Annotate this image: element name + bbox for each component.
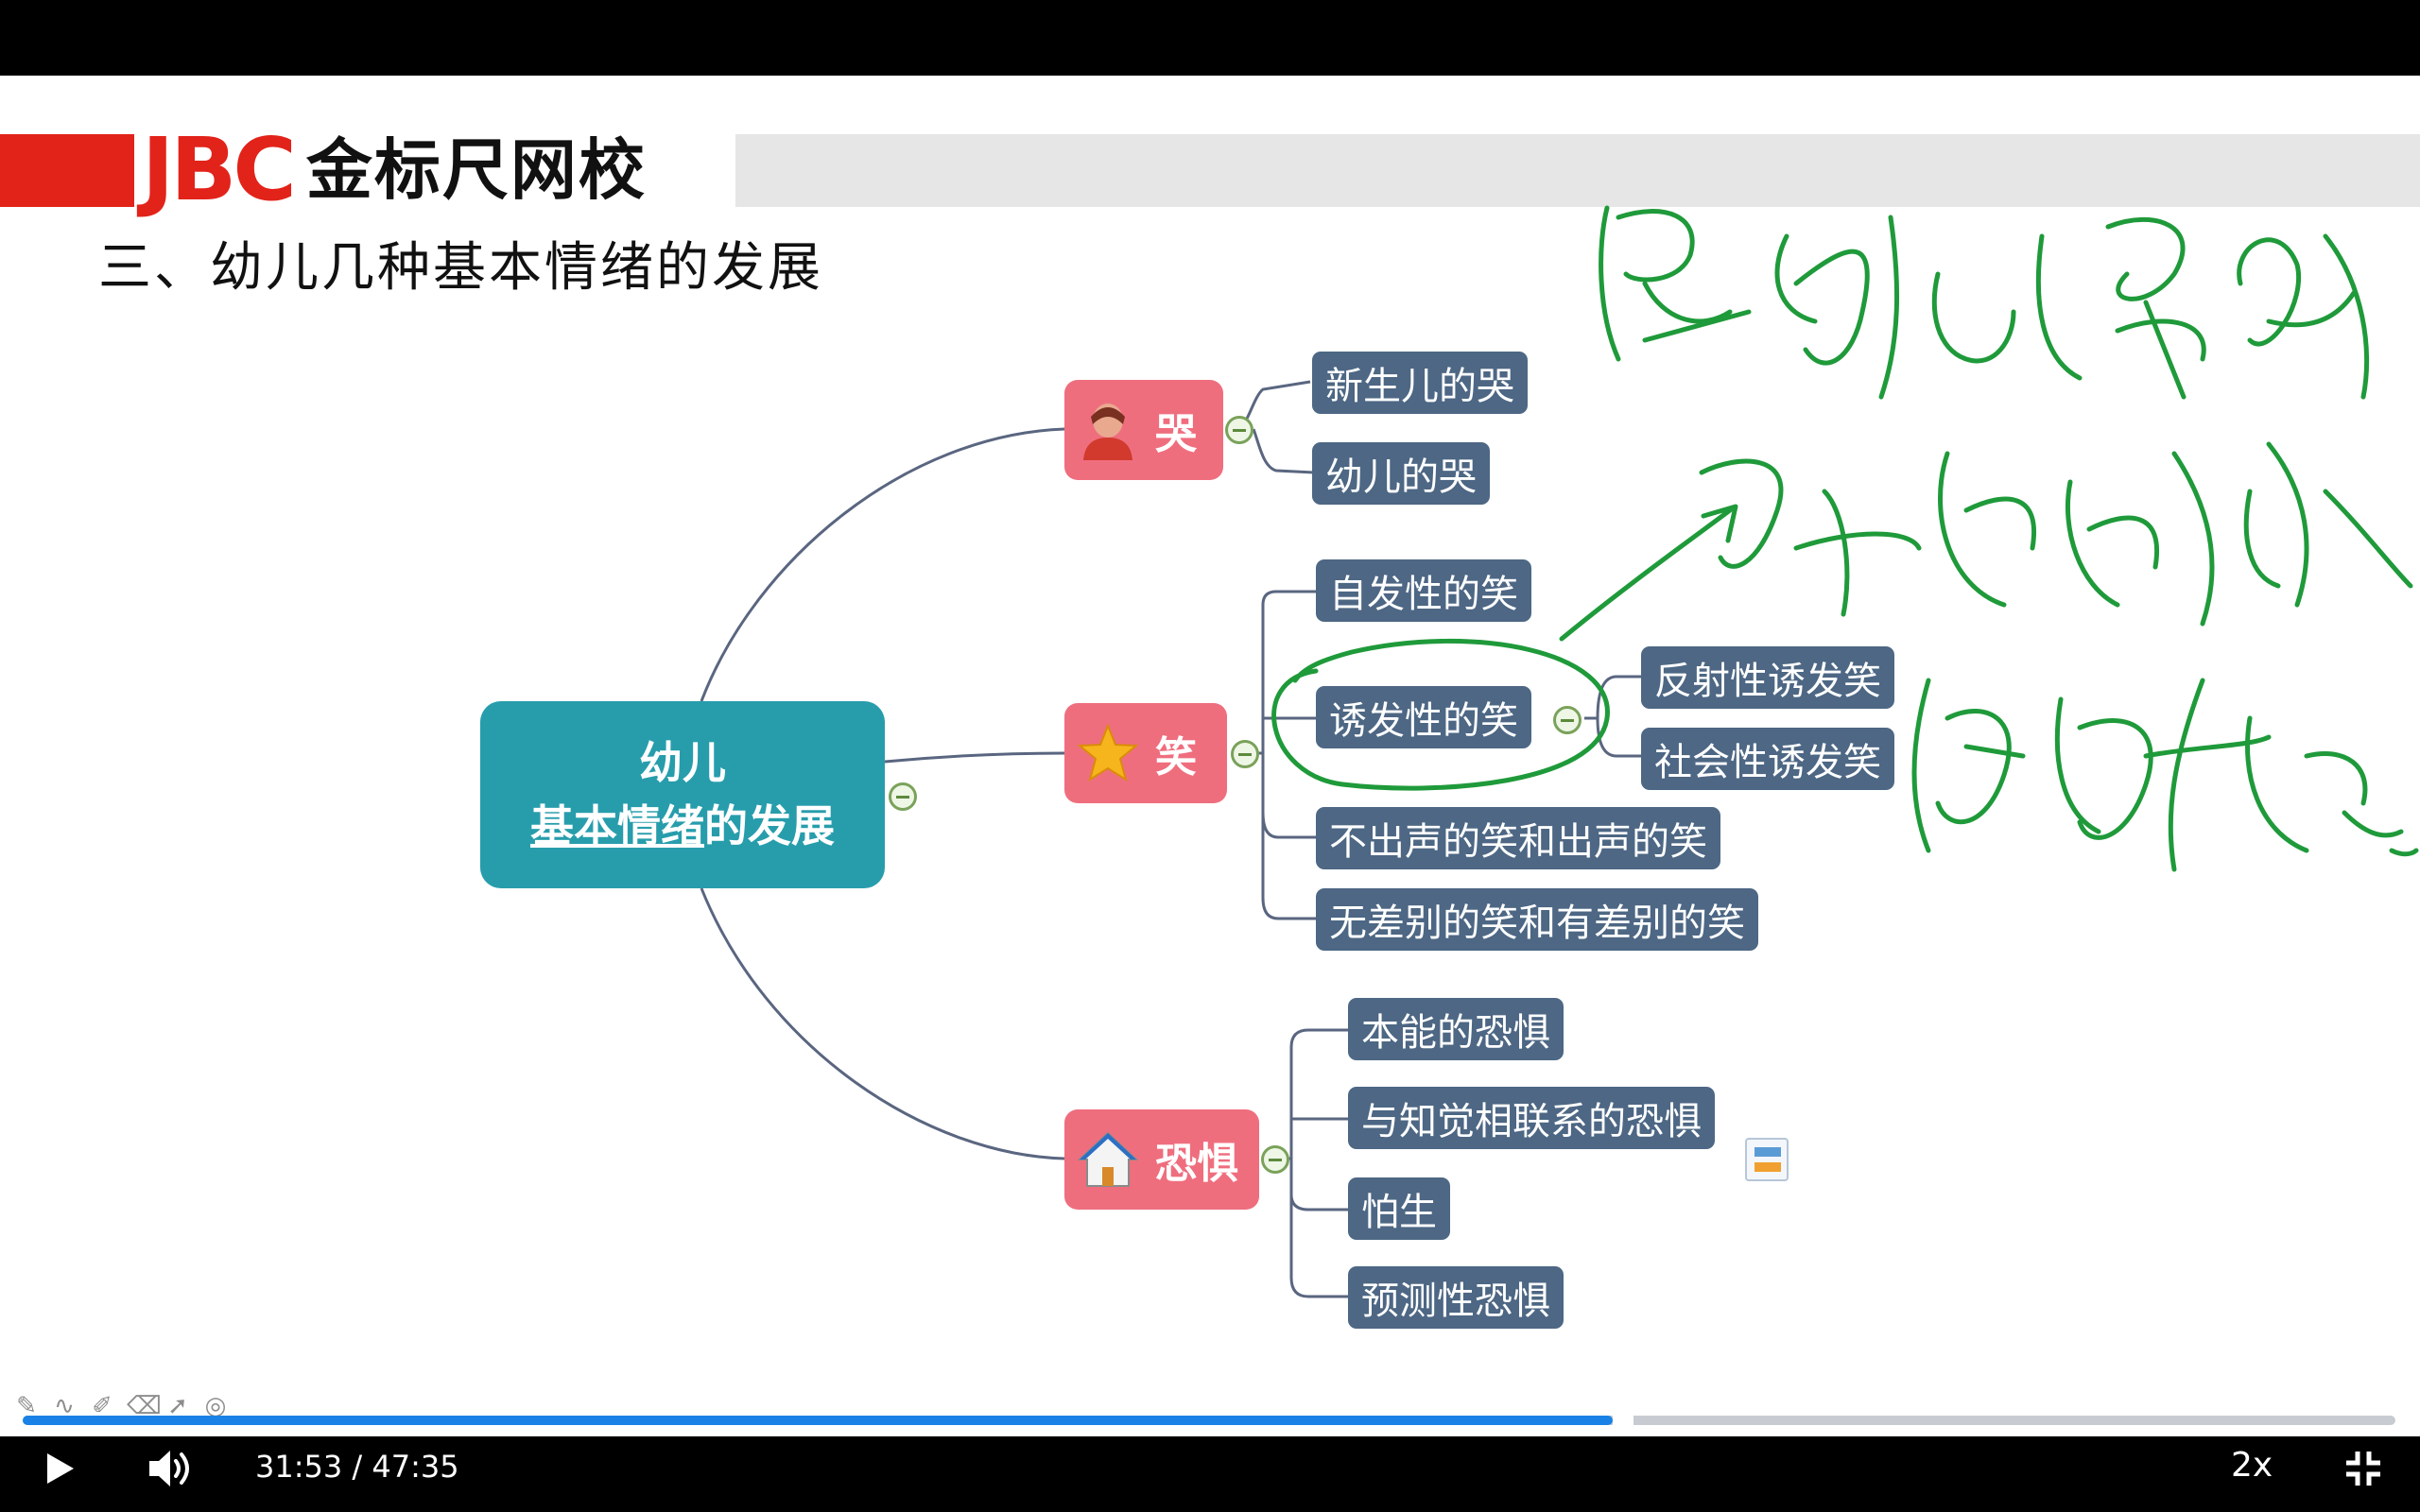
- logo-mark: JBC: [142, 119, 297, 220]
- topic-smile-label: 笑: [1155, 733, 1197, 782]
- root-title-line1: 幼儿: [639, 737, 726, 789]
- topic-fear-collapse-toggle[interactable]: [1261, 1145, 1289, 1174]
- leaf-label: 反射性诱发笑: [1654, 660, 1881, 703]
- pointer-icon[interactable]: ➚: [167, 1392, 188, 1420]
- leaf-anticipatory-fear[interactable]: 预测性恐惧: [1348, 1266, 1564, 1329]
- root-title-underlined: 基本情绪: [530, 800, 704, 851]
- leaf-label: 本能的恐惧: [1361, 1011, 1550, 1055]
- logo-name: 金标尺网校: [305, 131, 647, 209]
- topic-fear[interactable]: 恐惧: [1064, 1109, 1259, 1210]
- leaf-spontaneous-smile[interactable]: 自发性的笑: [1316, 559, 1531, 622]
- leaf-label: 诱发性的笑: [1329, 699, 1518, 743]
- leaf-perception-related-fear[interactable]: 与知觉相联系的恐惧: [1348, 1087, 1715, 1149]
- root-title-line2: 基本情绪的发展: [480, 795, 885, 858]
- house-icon: [1078, 1129, 1138, 1190]
- leaf-label: 预测性恐惧: [1361, 1280, 1550, 1323]
- topic-cry-label: 哭: [1155, 410, 1197, 458]
- topic-cry-collapse-toggle[interactable]: [1225, 416, 1253, 444]
- leaf-label: 不出声的笑和出声的笑: [1329, 820, 1707, 864]
- slide-title: 三、幼儿几种基本情绪的发展: [98, 237, 823, 299]
- connector-fear-trunk: [1278, 1028, 1348, 1298]
- leaf-stranger-anxiety[interactable]: 怕生: [1348, 1177, 1450, 1240]
- attachment-icon[interactable]: [1745, 1138, 1789, 1181]
- topic-cry[interactable]: 哭: [1064, 380, 1223, 480]
- curve-icon[interactable]: ∿: [54, 1392, 75, 1420]
- play-icon[interactable]: [40, 1450, 78, 1487]
- topic-smile-collapse-toggle[interactable]: [1231, 740, 1259, 768]
- playback-speed-button[interactable]: 2x: [2231, 1446, 2273, 1485]
- leaf-newborn-cry[interactable]: 新生儿的哭: [1312, 352, 1528, 414]
- progress-handle-gap: [1613, 1414, 1634, 1427]
- leaf-label: 社会性诱发笑: [1654, 741, 1881, 784]
- leaf-social-evoked-smile[interactable]: 社会性诱发笑: [1641, 728, 1894, 790]
- annotation-toolbar: ✎ ∿ ✐ ⌫ ➚ ◎: [13, 1393, 229, 1419]
- time-display: 31:53 / 47:35: [255, 1449, 459, 1485]
- topic-fear-label: 恐惧: [1155, 1140, 1238, 1188]
- connector-root-cry: [700, 427, 1065, 702]
- player-controls: [0, 1436, 2420, 1512]
- pen-icon[interactable]: ✎: [16, 1392, 37, 1420]
- connector-root-fear: [700, 887, 1065, 1160]
- root-node[interactable]: 幼儿 基本情绪的发展: [480, 701, 885, 888]
- exit-fullscreen-icon[interactable]: [2344, 1450, 2382, 1487]
- header-red-bar: [0, 134, 134, 207]
- leaf-label: 新生儿的哭: [1325, 365, 1514, 408]
- progress-fill: [23, 1416, 1613, 1425]
- leaf-label: 与知觉相联系的恐惧: [1361, 1100, 1702, 1143]
- connector-root-smile: [884, 751, 1065, 764]
- leaf-label: 幼儿的哭: [1325, 455, 1477, 499]
- leaf-label: 自发性的笑: [1329, 573, 1518, 616]
- header-gray-bar: [735, 134, 2420, 207]
- record-icon[interactable]: ◎: [204, 1392, 227, 1420]
- leaf-label: 怕生: [1361, 1191, 1437, 1234]
- leaf-silent-and-vocal-smile[interactable]: 不出声的笑和出声的笑: [1316, 807, 1720, 869]
- current-time: 31:53: [255, 1449, 343, 1485]
- star-icon: [1078, 723, 1138, 783]
- time-separator: /: [342, 1449, 372, 1485]
- leaf-evoked-smile[interactable]: 诱发性的笑: [1316, 686, 1531, 748]
- topic-smile[interactable]: 笑: [1064, 703, 1227, 803]
- leaf-reflex-evoked-smile[interactable]: 反射性诱发笑: [1641, 646, 1894, 709]
- root-title-rest: 的发展: [704, 800, 835, 851]
- progress-bar[interactable]: [23, 1414, 2395, 1427]
- connector-evoked-leaves: [1584, 675, 1641, 758]
- person-icon: [1078, 400, 1138, 460]
- root-collapse-toggle[interactable]: [889, 782, 917, 811]
- duration: 47:35: [372, 1449, 459, 1485]
- leaf-instinctive-fear[interactable]: 本能的恐惧: [1348, 998, 1564, 1060]
- leaf-undifferentiated-and-differentiated-smile[interactable]: 无差别的笑和有差别的笑: [1316, 888, 1758, 951]
- highlighter-icon[interactable]: ✐: [92, 1392, 112, 1420]
- leaf-evoked-collapse-toggle[interactable]: [1553, 706, 1582, 734]
- leaf-label: 无差别的笑和有差别的笑: [1329, 902, 1745, 945]
- leaf-infant-cry[interactable]: 幼儿的哭: [1312, 442, 1490, 505]
- logo: JBC 金标尺网校: [142, 125, 647, 215]
- volume-icon[interactable]: [147, 1448, 195, 1489]
